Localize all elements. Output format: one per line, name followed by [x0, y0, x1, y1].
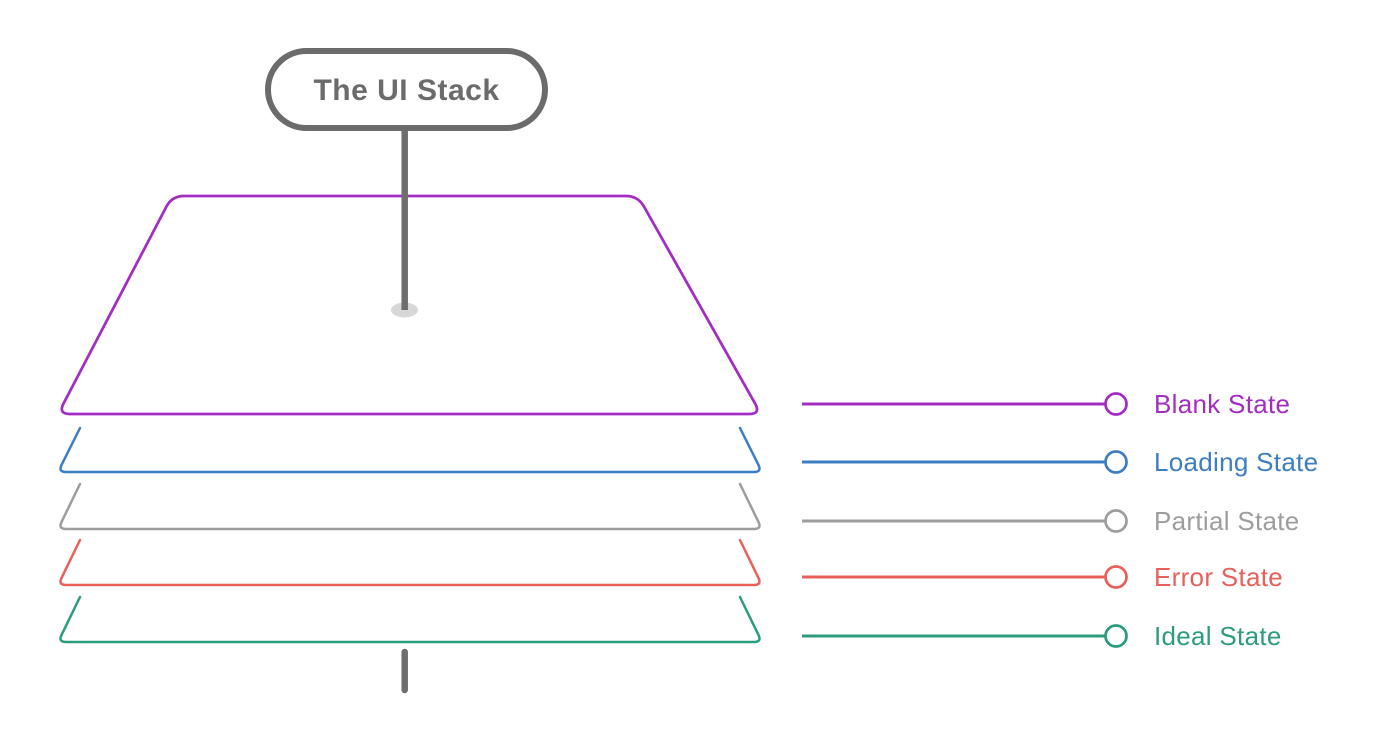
legend-bullet-error	[1104, 565, 1128, 589]
partial-state-plane	[59, 482, 761, 531]
legend-item-partial-state: Partial State	[802, 506, 1300, 536]
legend-bullet-partial	[1104, 509, 1128, 533]
legend-item-loading-state: Loading State	[802, 447, 1318, 477]
title-pill	[265, 48, 548, 131]
legend-item-blank-state: Blank State	[802, 389, 1290, 419]
loading-state-plane	[59, 426, 761, 474]
legend-bullet-blank	[1104, 392, 1128, 416]
legend-label-partial: Partial State	[1154, 506, 1300, 536]
legend-label-loading: Loading State	[1154, 447, 1318, 477]
error-state-plane	[59, 538, 761, 587]
legend-bullet-ideal	[1104, 624, 1128, 648]
legend-bullet-loading	[1104, 450, 1128, 474]
ideal-state-plane	[59, 595, 761, 644]
legend-label-error: Error State	[1154, 562, 1283, 592]
legend-item-ideal-state: Ideal State	[802, 621, 1282, 651]
diagram-title: The UI Stack	[313, 74, 499, 107]
legend-item-error-state: Error State	[802, 562, 1283, 592]
legend-label-blank: Blank State	[1154, 389, 1290, 419]
blank-state-plane	[60, 194, 759, 416]
legend-label-ideal: Ideal State	[1154, 621, 1282, 651]
